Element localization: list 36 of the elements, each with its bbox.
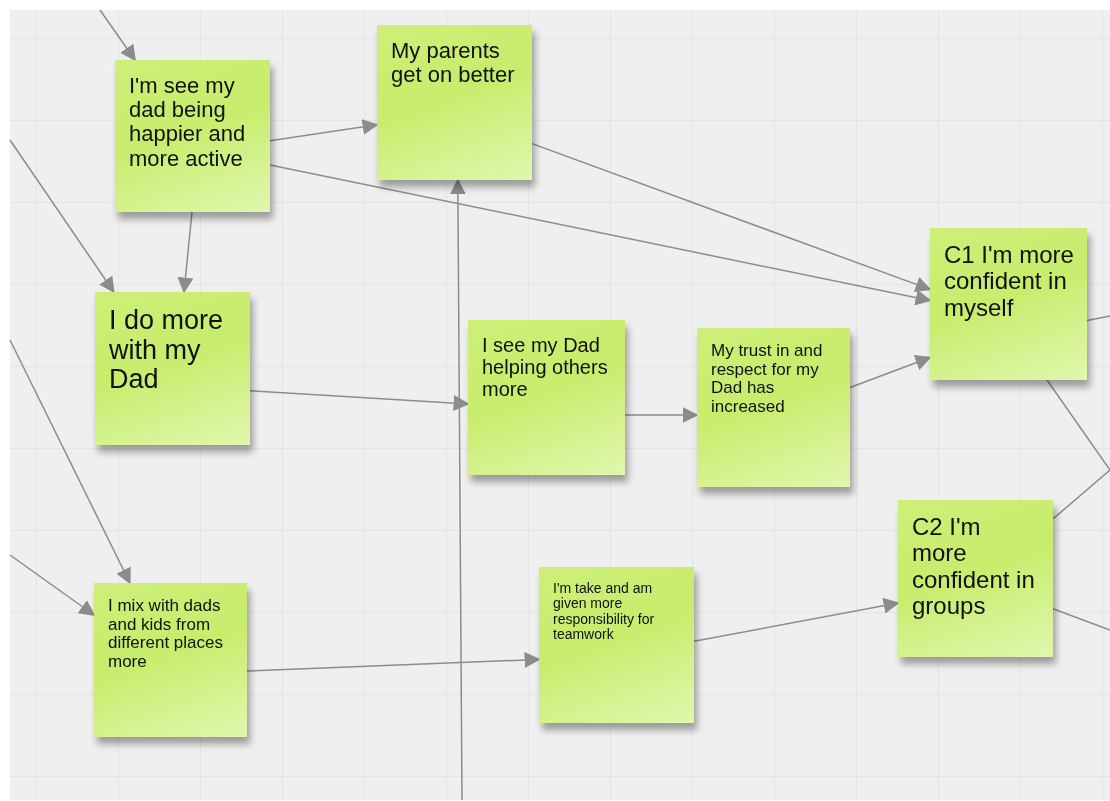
arrow (849, 355, 932, 389)
note-text: I see my Dad helping others more (482, 334, 609, 400)
note-text: C1 I'm more confident in myself (944, 242, 1075, 322)
connector-line (1046, 379, 1110, 471)
arrow (449, 178, 466, 801)
arrow (9, 339, 131, 585)
arrow (249, 389, 470, 411)
sticky-note (898, 500, 1053, 657)
note-text: I'm see my dad being happier and more active (129, 74, 247, 171)
note-text: I mix with dads and kids from different places more (108, 597, 224, 672)
sticky-note (539, 567, 694, 723)
note-text: My trust in and respect for my Dad has increased (711, 342, 824, 417)
connector-line (1086, 315, 1110, 322)
connector-line (1052, 608, 1110, 631)
arrow (99, 9, 136, 62)
note-text: I'm take and am given more responsibility for teamwork (553, 581, 656, 643)
sticky-note (697, 328, 850, 487)
arrow (269, 164, 932, 306)
note-text: My parents get on better (391, 39, 516, 88)
arrow (531, 142, 932, 292)
sticky-note (377, 25, 532, 180)
arrow (9, 554, 96, 616)
note-text: I do more with my Dad (109, 306, 225, 396)
sticky-note (468, 320, 625, 475)
connector-line (1052, 469, 1110, 520)
sticky-note (115, 60, 270, 212)
sticky-note (94, 583, 247, 737)
arrow (693, 597, 900, 643)
arrow (269, 119, 379, 142)
sticky-note (930, 228, 1087, 380)
arrow (624, 407, 699, 423)
note-text: C2 I'm more confident in groups (912, 514, 1036, 620)
arrow (246, 652, 541, 672)
sticky-note (95, 292, 250, 445)
arrow (9, 139, 115, 294)
arrow (177, 211, 194, 294)
